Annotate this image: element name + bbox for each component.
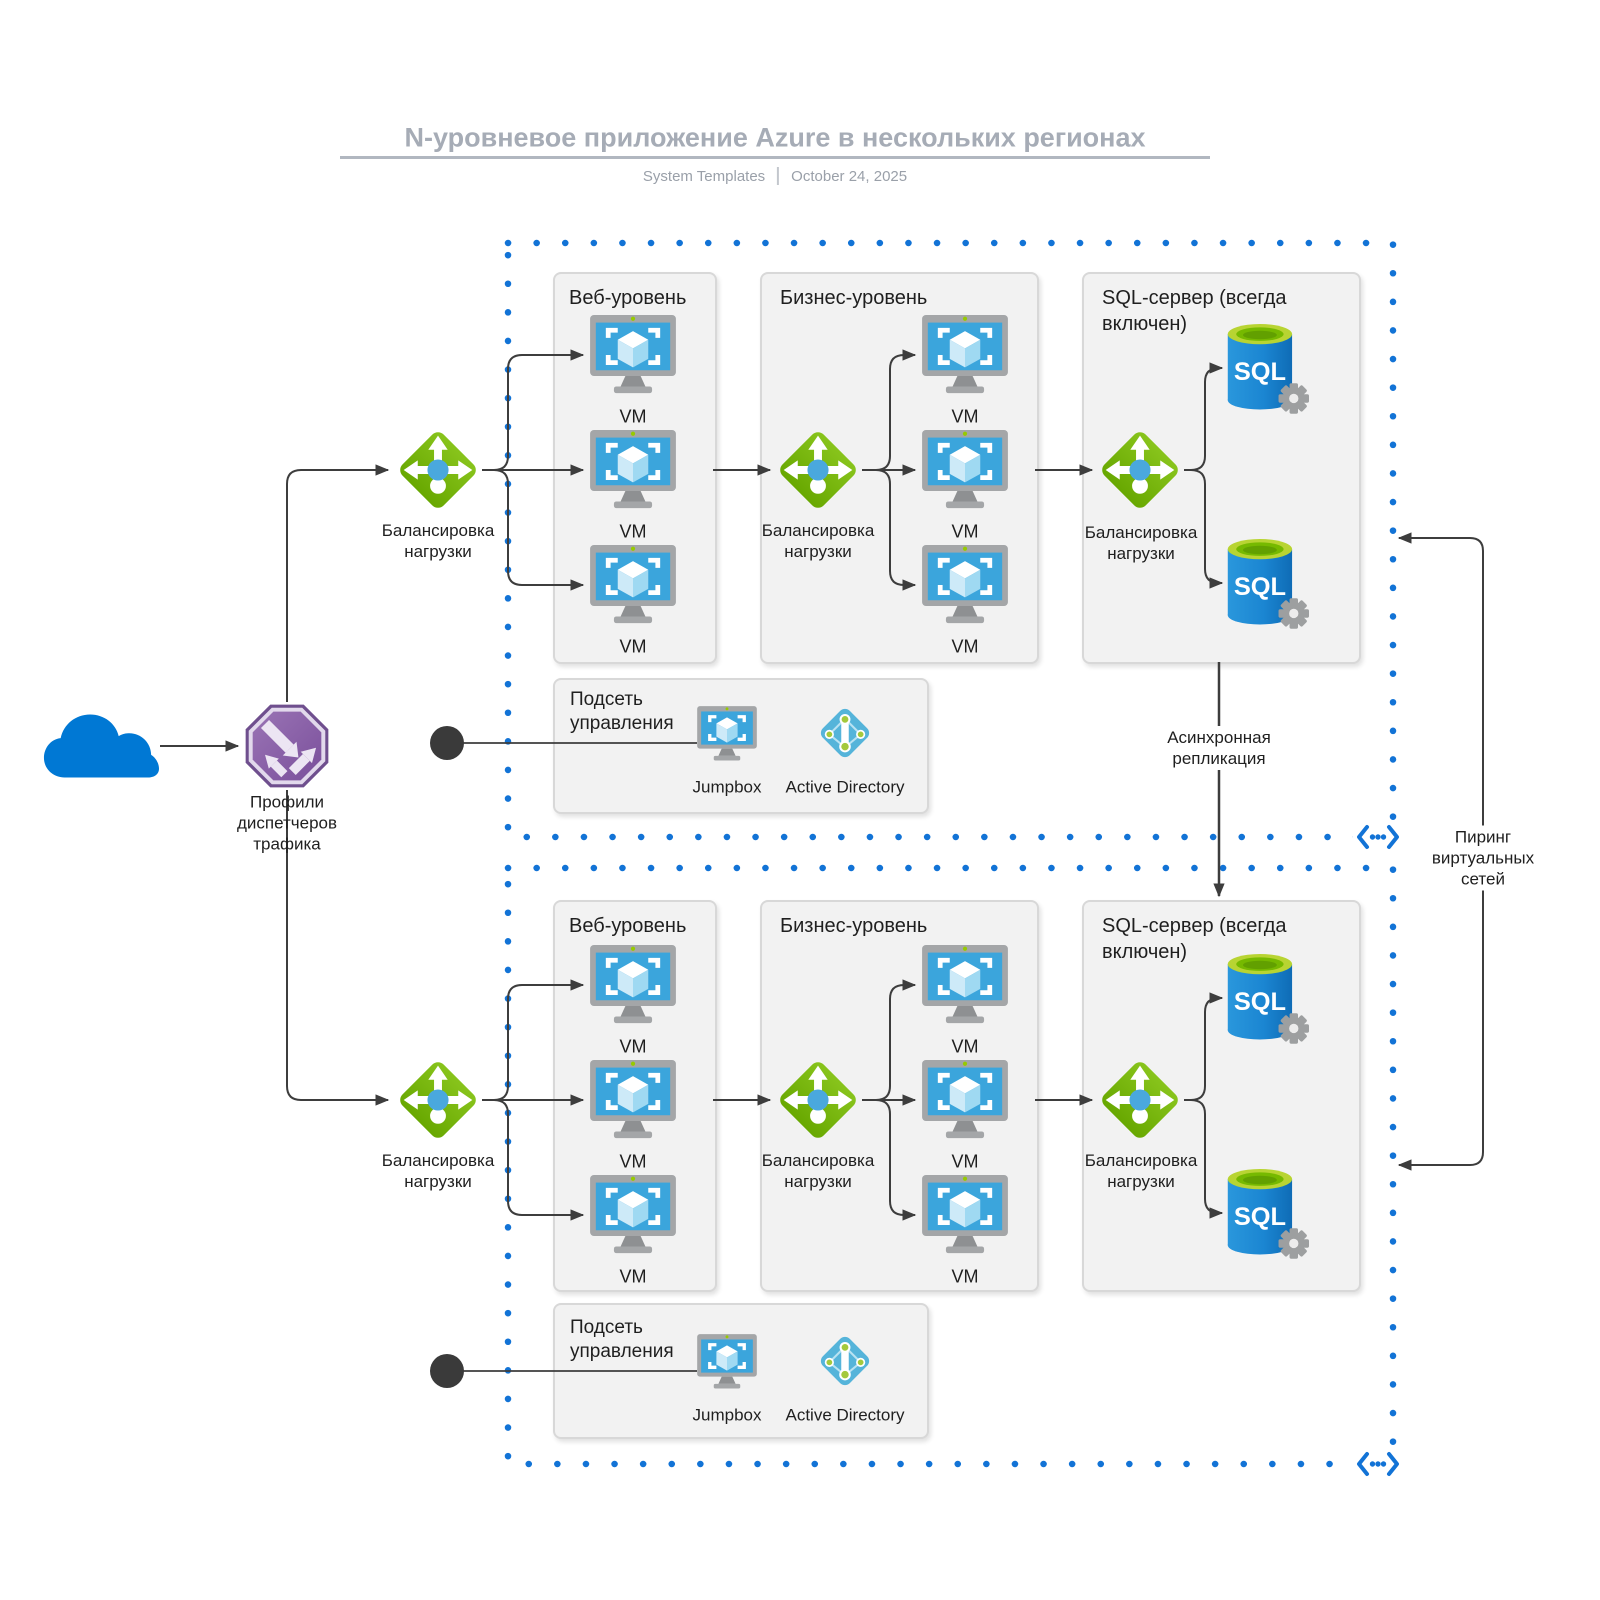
- sql-database-icon: SQL: [1221, 535, 1309, 631]
- active-directory-icon: [811, 1327, 879, 1395]
- vm-icon: [587, 944, 679, 1026]
- vm-label: VM: [951, 636, 979, 657]
- active-directory-label: Active Directory: [785, 777, 905, 797]
- load-balancer-label: Балансировка нагрузки: [761, 521, 875, 561]
- vm-label: VM: [951, 1036, 979, 1057]
- vm-label: VM: [619, 636, 647, 657]
- vm-icon: [587, 544, 679, 626]
- traffic-manager-label: Профили диспетчеров трафика: [236, 792, 338, 854]
- vm-label: VM: [619, 406, 647, 427]
- load-balancer-icon: [774, 1056, 862, 1144]
- load-balancer-icon: [394, 426, 482, 514]
- load-balancer-icon: [774, 426, 862, 514]
- traffic-manager-icon: [243, 702, 331, 790]
- region2-sql-tier-title: SQL-сервер (всегда включен): [1102, 915, 1287, 963]
- vm-icon: [587, 429, 679, 511]
- vm-icon: [587, 314, 679, 396]
- region2-web-tier-title: Веб-уровень: [569, 915, 687, 937]
- load-balancer-icon: [394, 1056, 482, 1144]
- vnet-peering-label: Пиринг виртуальных сетей: [1419, 825, 1547, 891]
- vm-label: VM: [619, 1036, 647, 1057]
- active-directory-icon: [811, 699, 879, 767]
- vm-label: VM: [951, 521, 979, 542]
- vnet-glyph-icon: [1355, 824, 1401, 850]
- svg-text:SQL: SQL: [1234, 358, 1286, 386]
- vm-icon: [587, 1174, 679, 1256]
- subtitle-source: System Templates: [642, 167, 766, 185]
- active-directory-label: Active Directory: [785, 1405, 905, 1425]
- vm-icon: [919, 429, 1011, 511]
- vm-icon: [919, 1174, 1011, 1256]
- vm-icon: [919, 314, 1011, 396]
- vm-icon: [919, 944, 1011, 1026]
- vm-label: VM: [619, 521, 647, 542]
- vm-icon: [919, 1059, 1011, 1141]
- region2-management-subnet-title: Подсеть управления: [570, 1317, 674, 1362]
- vm-label: VM: [619, 1151, 647, 1172]
- internet-cloud-icon: [41, 706, 159, 786]
- vm-label: VM: [951, 1151, 979, 1172]
- region1-web-tier-title: Веб-уровень: [569, 287, 687, 309]
- region1-business-tier-title: Бизнес-уровень: [780, 287, 928, 309]
- endpoint-dot: [430, 1354, 464, 1388]
- load-balancer-label: Балансировка нагрузки: [1084, 523, 1198, 563]
- subtitle-separator: [777, 167, 780, 185]
- region1-sql-tier-title: SQL-сервер (всегда включен): [1102, 287, 1287, 335]
- title-underline: [340, 156, 1210, 159]
- subtitle-date: October 24, 2025: [791, 167, 908, 185]
- load-balancer-label: Балансировка нагрузки: [1084, 1151, 1198, 1191]
- sql-database-icon: SQL: [1221, 1165, 1309, 1261]
- load-balancer-label: Балансировка нагрузки: [761, 1151, 875, 1191]
- load-balancer-label: Балансировка нагрузки: [381, 1151, 495, 1191]
- vm-icon: [587, 1059, 679, 1141]
- page-title: N-уровневое приложение Azure в нескольки…: [404, 122, 1146, 153]
- load-balancer-label: Балансировка нагрузки: [381, 521, 495, 561]
- endpoint-dot: [430, 726, 464, 760]
- svg-text:SQL: SQL: [1234, 988, 1286, 1016]
- region2-business-tier-title: Бизнес-уровень: [780, 915, 928, 937]
- vm-label: VM: [619, 1266, 647, 1287]
- vm-label: VM: [951, 1266, 979, 1287]
- page-subtitle: System Templates October 24, 2025: [643, 167, 907, 185]
- async-replication-label: Асинхронная репликация: [1149, 726, 1289, 770]
- load-balancer-icon: [1096, 426, 1184, 514]
- vm-icon: [919, 544, 1011, 626]
- load-balancer-icon: [1096, 1056, 1184, 1144]
- arrow-tm-to-lb1: [286, 464, 390, 702]
- region1-management-subnet-title: Подсеть управления: [570, 689, 674, 734]
- vnet-glyph-icon: [1355, 1451, 1401, 1477]
- vm-label: VM: [951, 406, 979, 427]
- svg-text:SQL: SQL: [1234, 573, 1286, 601]
- svg-text:SQL: SQL: [1234, 1203, 1286, 1231]
